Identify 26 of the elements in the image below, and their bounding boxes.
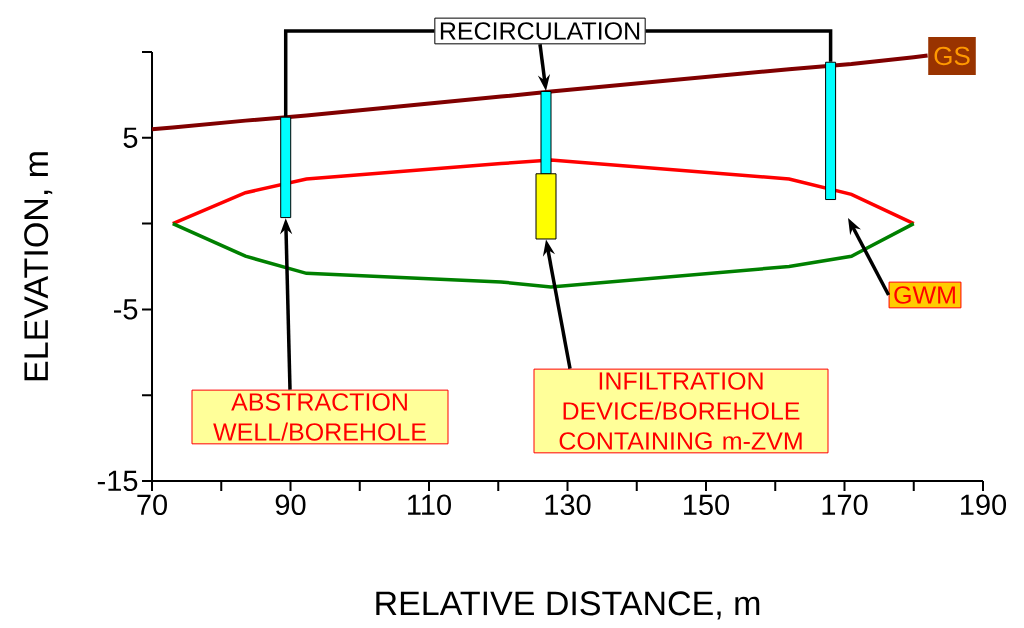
infiltration-device [535,173,557,240]
line-series [171,158,916,226]
line-series [150,53,930,132]
series-label: GS [928,37,976,75]
y-tick-label: -15 [97,470,138,492]
y-axis-title: ELEVATION, m [24,152,53,381]
label-box: RECIRCULATION [434,17,646,45]
well-pipe [540,91,552,175]
callout-box: INFILTRATION DEVICE/BOREHOLE CONTAINING m-ZVM [533,368,829,454]
x-tick-label: 110 [408,494,451,516]
well-pipe [825,61,837,201]
x-tick-label: 70 [137,494,167,516]
well-pipe [280,116,292,219]
series-label: GS [934,46,970,66]
x-tick-label: 150 [684,494,730,516]
connector-line [283,29,435,117]
y-tick-label: 5 [123,127,138,148]
x-tick-label: 190 [961,494,1007,516]
x-tick-label: 90 [275,494,306,516]
callout-box: ABSTRACTION WELL/BOREHOLE [191,389,449,445]
connector-line [645,29,833,62]
x-axis-title: RELATIVE DISTANCE, m [376,591,760,620]
x-tick-label: 130 [545,494,591,516]
callout-box: GWM [888,281,962,309]
y-tick-label: -5 [113,299,138,320]
x-tick-label: 170 [822,494,868,516]
